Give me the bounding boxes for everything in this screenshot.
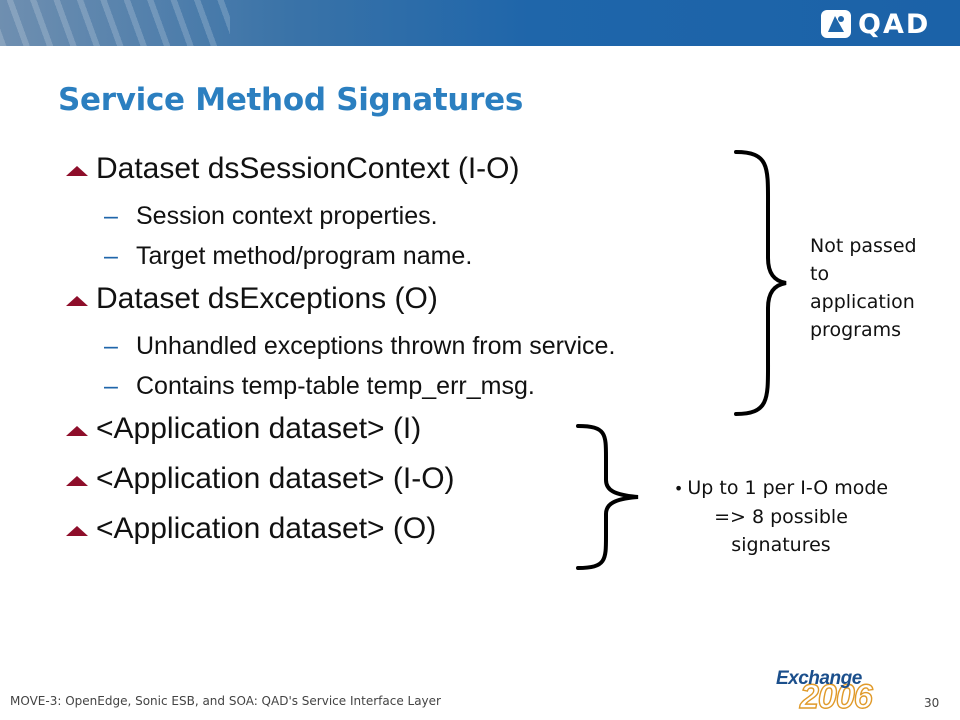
note-line-text: Up to 1 per I-O mode — [687, 477, 889, 499]
qad-logo-icon — [821, 10, 851, 38]
bullet-text: <Application dataset> (I-O) — [96, 462, 455, 495]
exchange-2006-logo: 2006 Exchange — [776, 664, 900, 717]
bullet-text: Dataset dsSessionContext (I-O) — [96, 152, 520, 185]
header-banner: QAD — [0, 0, 960, 46]
page-number: 30 — [924, 696, 940, 710]
triangle-bullet-icon — [66, 426, 88, 436]
bullet-text: <Application dataset> (I) — [96, 412, 422, 445]
note-line: signatures — [731, 534, 831, 556]
note-line: to — [810, 263, 830, 285]
note-line: => 8 possible — [714, 506, 848, 528]
dot-bullet-icon: • — [673, 479, 684, 498]
bullet-list: Dataset dsSessionContext (I-O) – Session… — [66, 148, 786, 558]
dash-bullet-icon: – — [104, 332, 118, 360]
bullet-item: <Application dataset> (O) — [66, 508, 786, 558]
triangle-bullet-icon — [66, 476, 88, 486]
sub-bullet-item: – Session context properties. — [66, 198, 786, 238]
bullet-text: Dataset dsExceptions (O) — [96, 282, 438, 315]
bullet-item: <Application dataset> (I-O) — [66, 458, 786, 508]
bullet-item: Dataset dsSessionContext (I-O) — [66, 148, 786, 198]
note-line: application — [810, 291, 915, 313]
note-line: •Up to 1 per I-O mode — [646, 474, 916, 503]
triangle-bullet-icon — [66, 296, 88, 306]
qad-logo: QAD — [820, 8, 930, 40]
sub-bullet-text: Session context properties. — [136, 202, 438, 230]
bullet-text: <Application dataset> (O) — [96, 512, 437, 545]
banner-pattern — [0, 0, 230, 46]
sub-bullet-text: Contains temp-table temp_err_msg. — [136, 372, 535, 400]
sub-bullet-item: – Unhandled exceptions thrown from servi… — [66, 328, 786, 368]
sub-bullet-item: – Contains temp-table temp_err_msg. — [66, 368, 786, 408]
note-line: programs — [810, 319, 902, 341]
note-not-passed: Not passed to application programs — [810, 232, 950, 344]
note-signatures: •Up to 1 per I-O mode => 8 possible sign… — [646, 474, 916, 559]
bullet-item: <Application dataset> (I) — [66, 408, 786, 458]
right-brace-top — [734, 150, 787, 416]
sub-bullet-text: Target method/program name. — [136, 242, 473, 270]
sub-bullet-item: – Target method/program name. — [66, 238, 786, 278]
sub-bullet-text: Unhandled exceptions thrown from service… — [136, 332, 616, 360]
exchange-logo-word: Exchange — [776, 668, 862, 689]
triangle-bullet-icon — [66, 526, 88, 536]
right-brace-bottom — [576, 424, 639, 570]
triangle-bullet-icon — [66, 166, 88, 176]
bullet-item: Dataset dsExceptions (O) — [66, 278, 786, 328]
note-line: Not passed — [810, 235, 917, 257]
qad-logo-text: QAD — [858, 8, 931, 40]
slide-title: Service Method Signatures — [58, 82, 523, 118]
footer-text: MOVE-3: OpenEdge, Sonic ESB, and SOA: QA… — [10, 694, 441, 708]
dash-bullet-icon: – — [104, 372, 118, 400]
exchange-logo-year: 2006 — [799, 677, 873, 716]
dash-bullet-icon: – — [104, 202, 118, 230]
dash-bullet-icon: – — [104, 242, 118, 270]
